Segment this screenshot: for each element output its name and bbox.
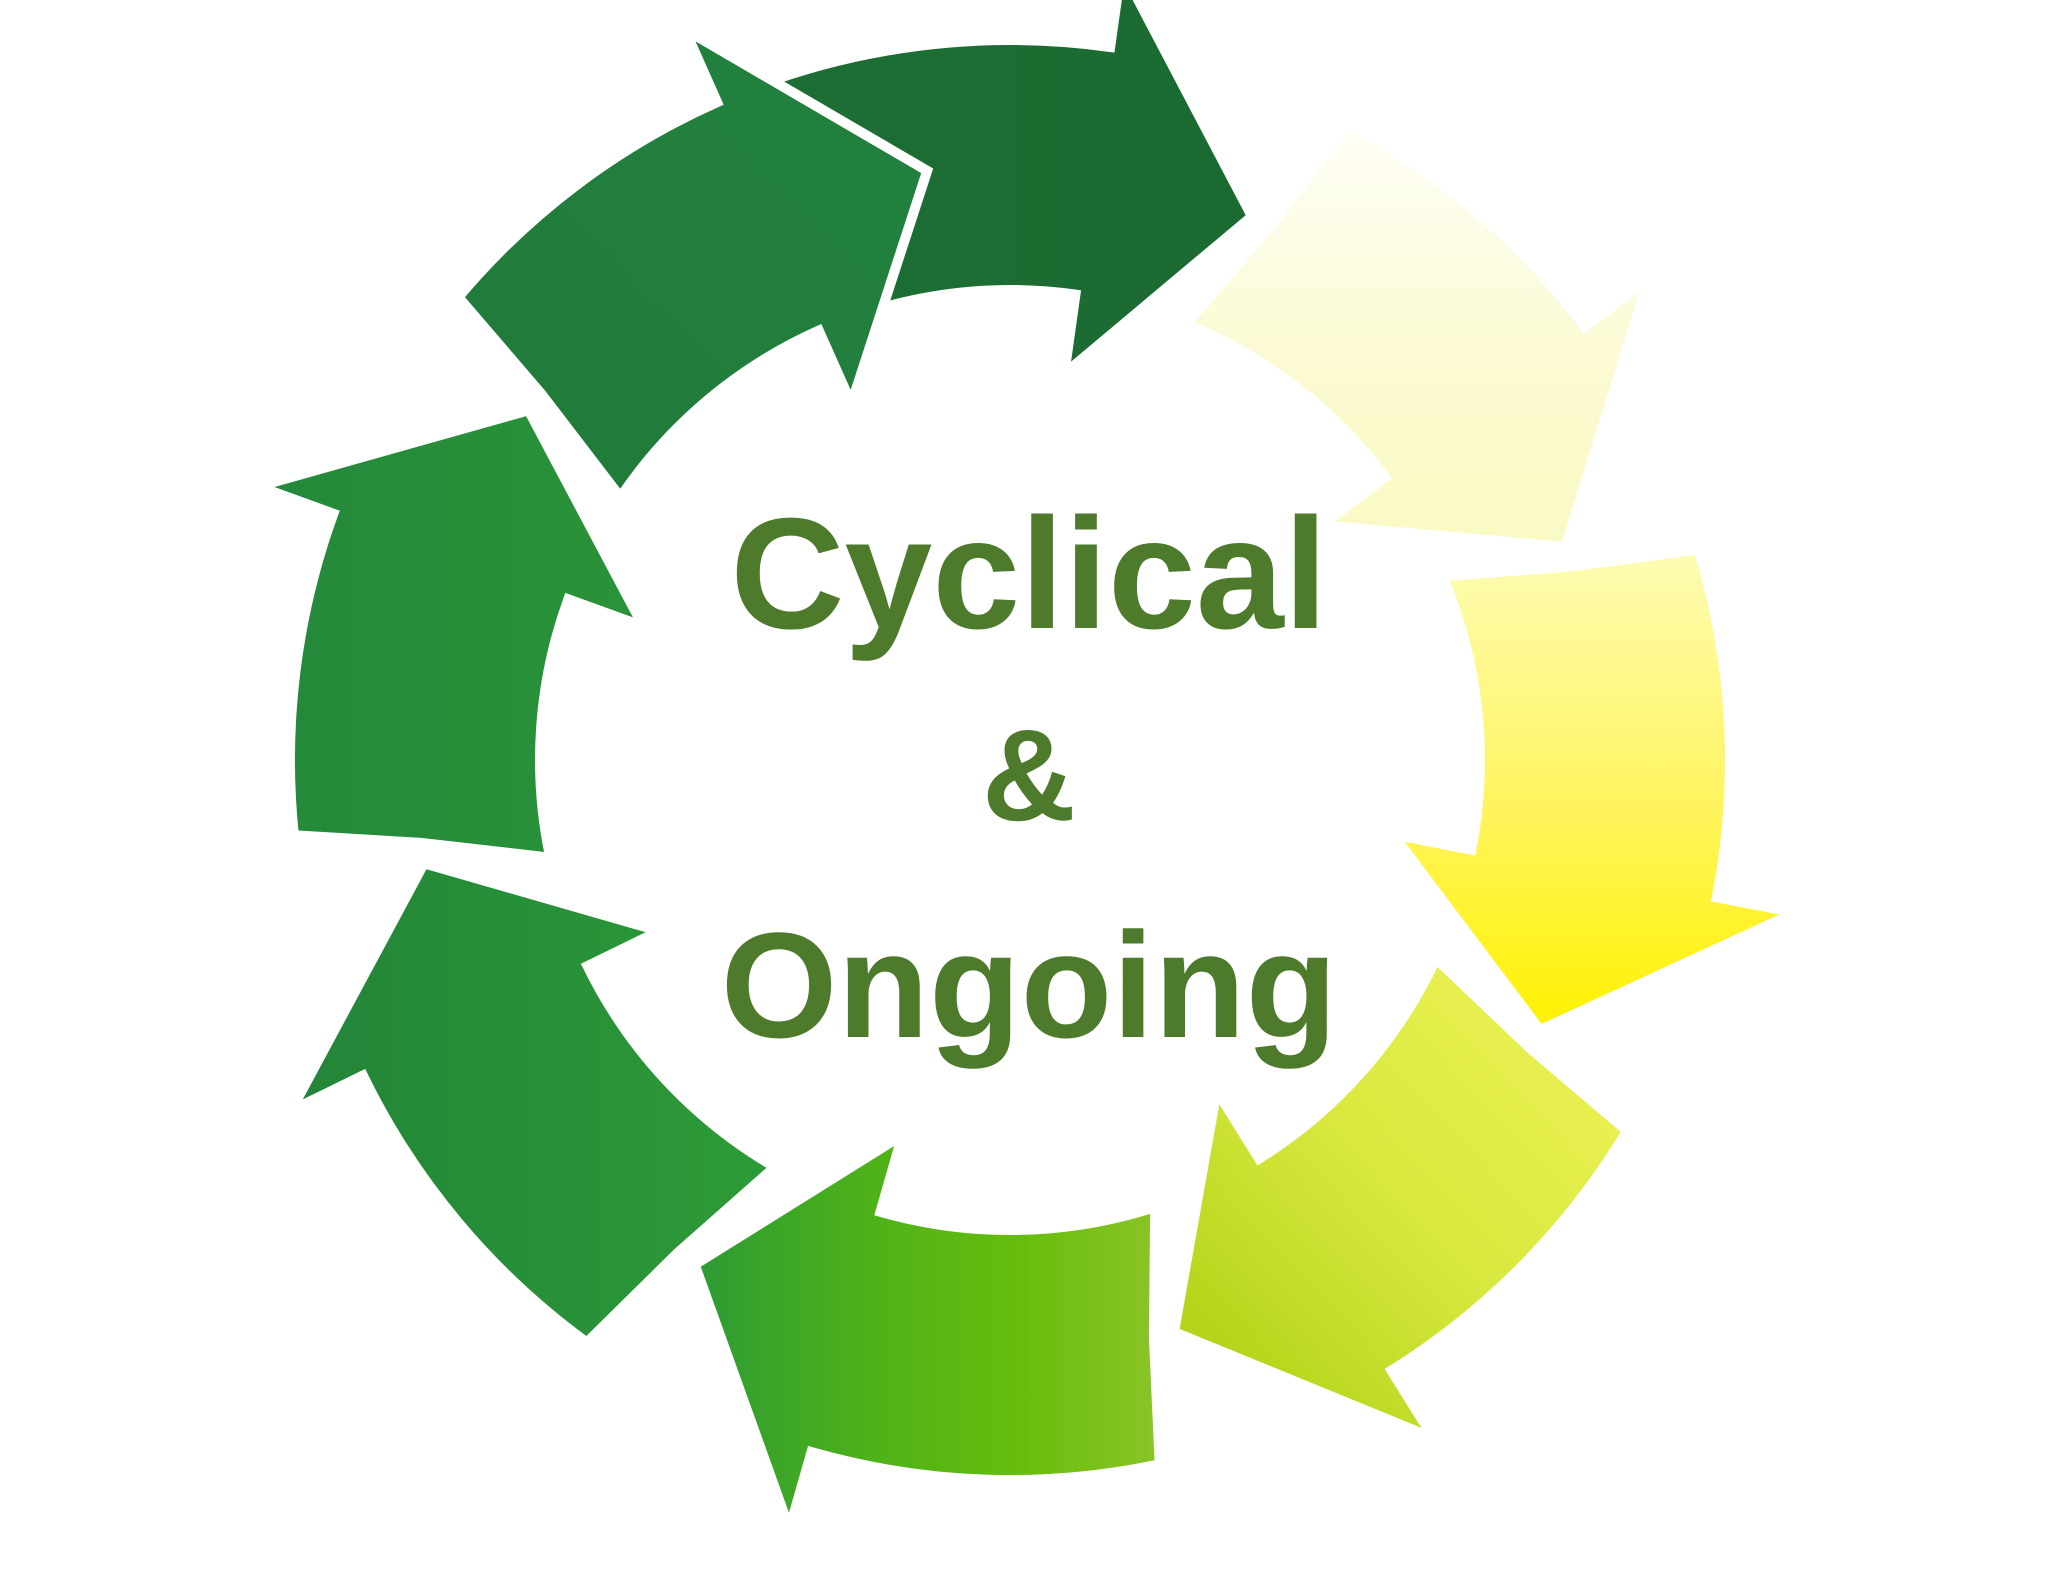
arrow-bottom bbox=[688, 1123, 1165, 1546]
arrow-lower-left bbox=[279, 857, 784, 1350]
arrow-lower-right bbox=[1168, 950, 1634, 1449]
arrow-upper-left bbox=[451, 17, 934, 506]
arrow-right bbox=[1380, 543, 1812, 1037]
center-text-ongoing: Ongoing bbox=[720, 901, 1338, 1069]
arrow-upper-right bbox=[1177, 117, 1659, 553]
center-text-cyclical: Cyclical bbox=[730, 486, 1328, 662]
arrow-left bbox=[241, 404, 655, 864]
center-text-ampersand: & bbox=[982, 702, 1076, 848]
